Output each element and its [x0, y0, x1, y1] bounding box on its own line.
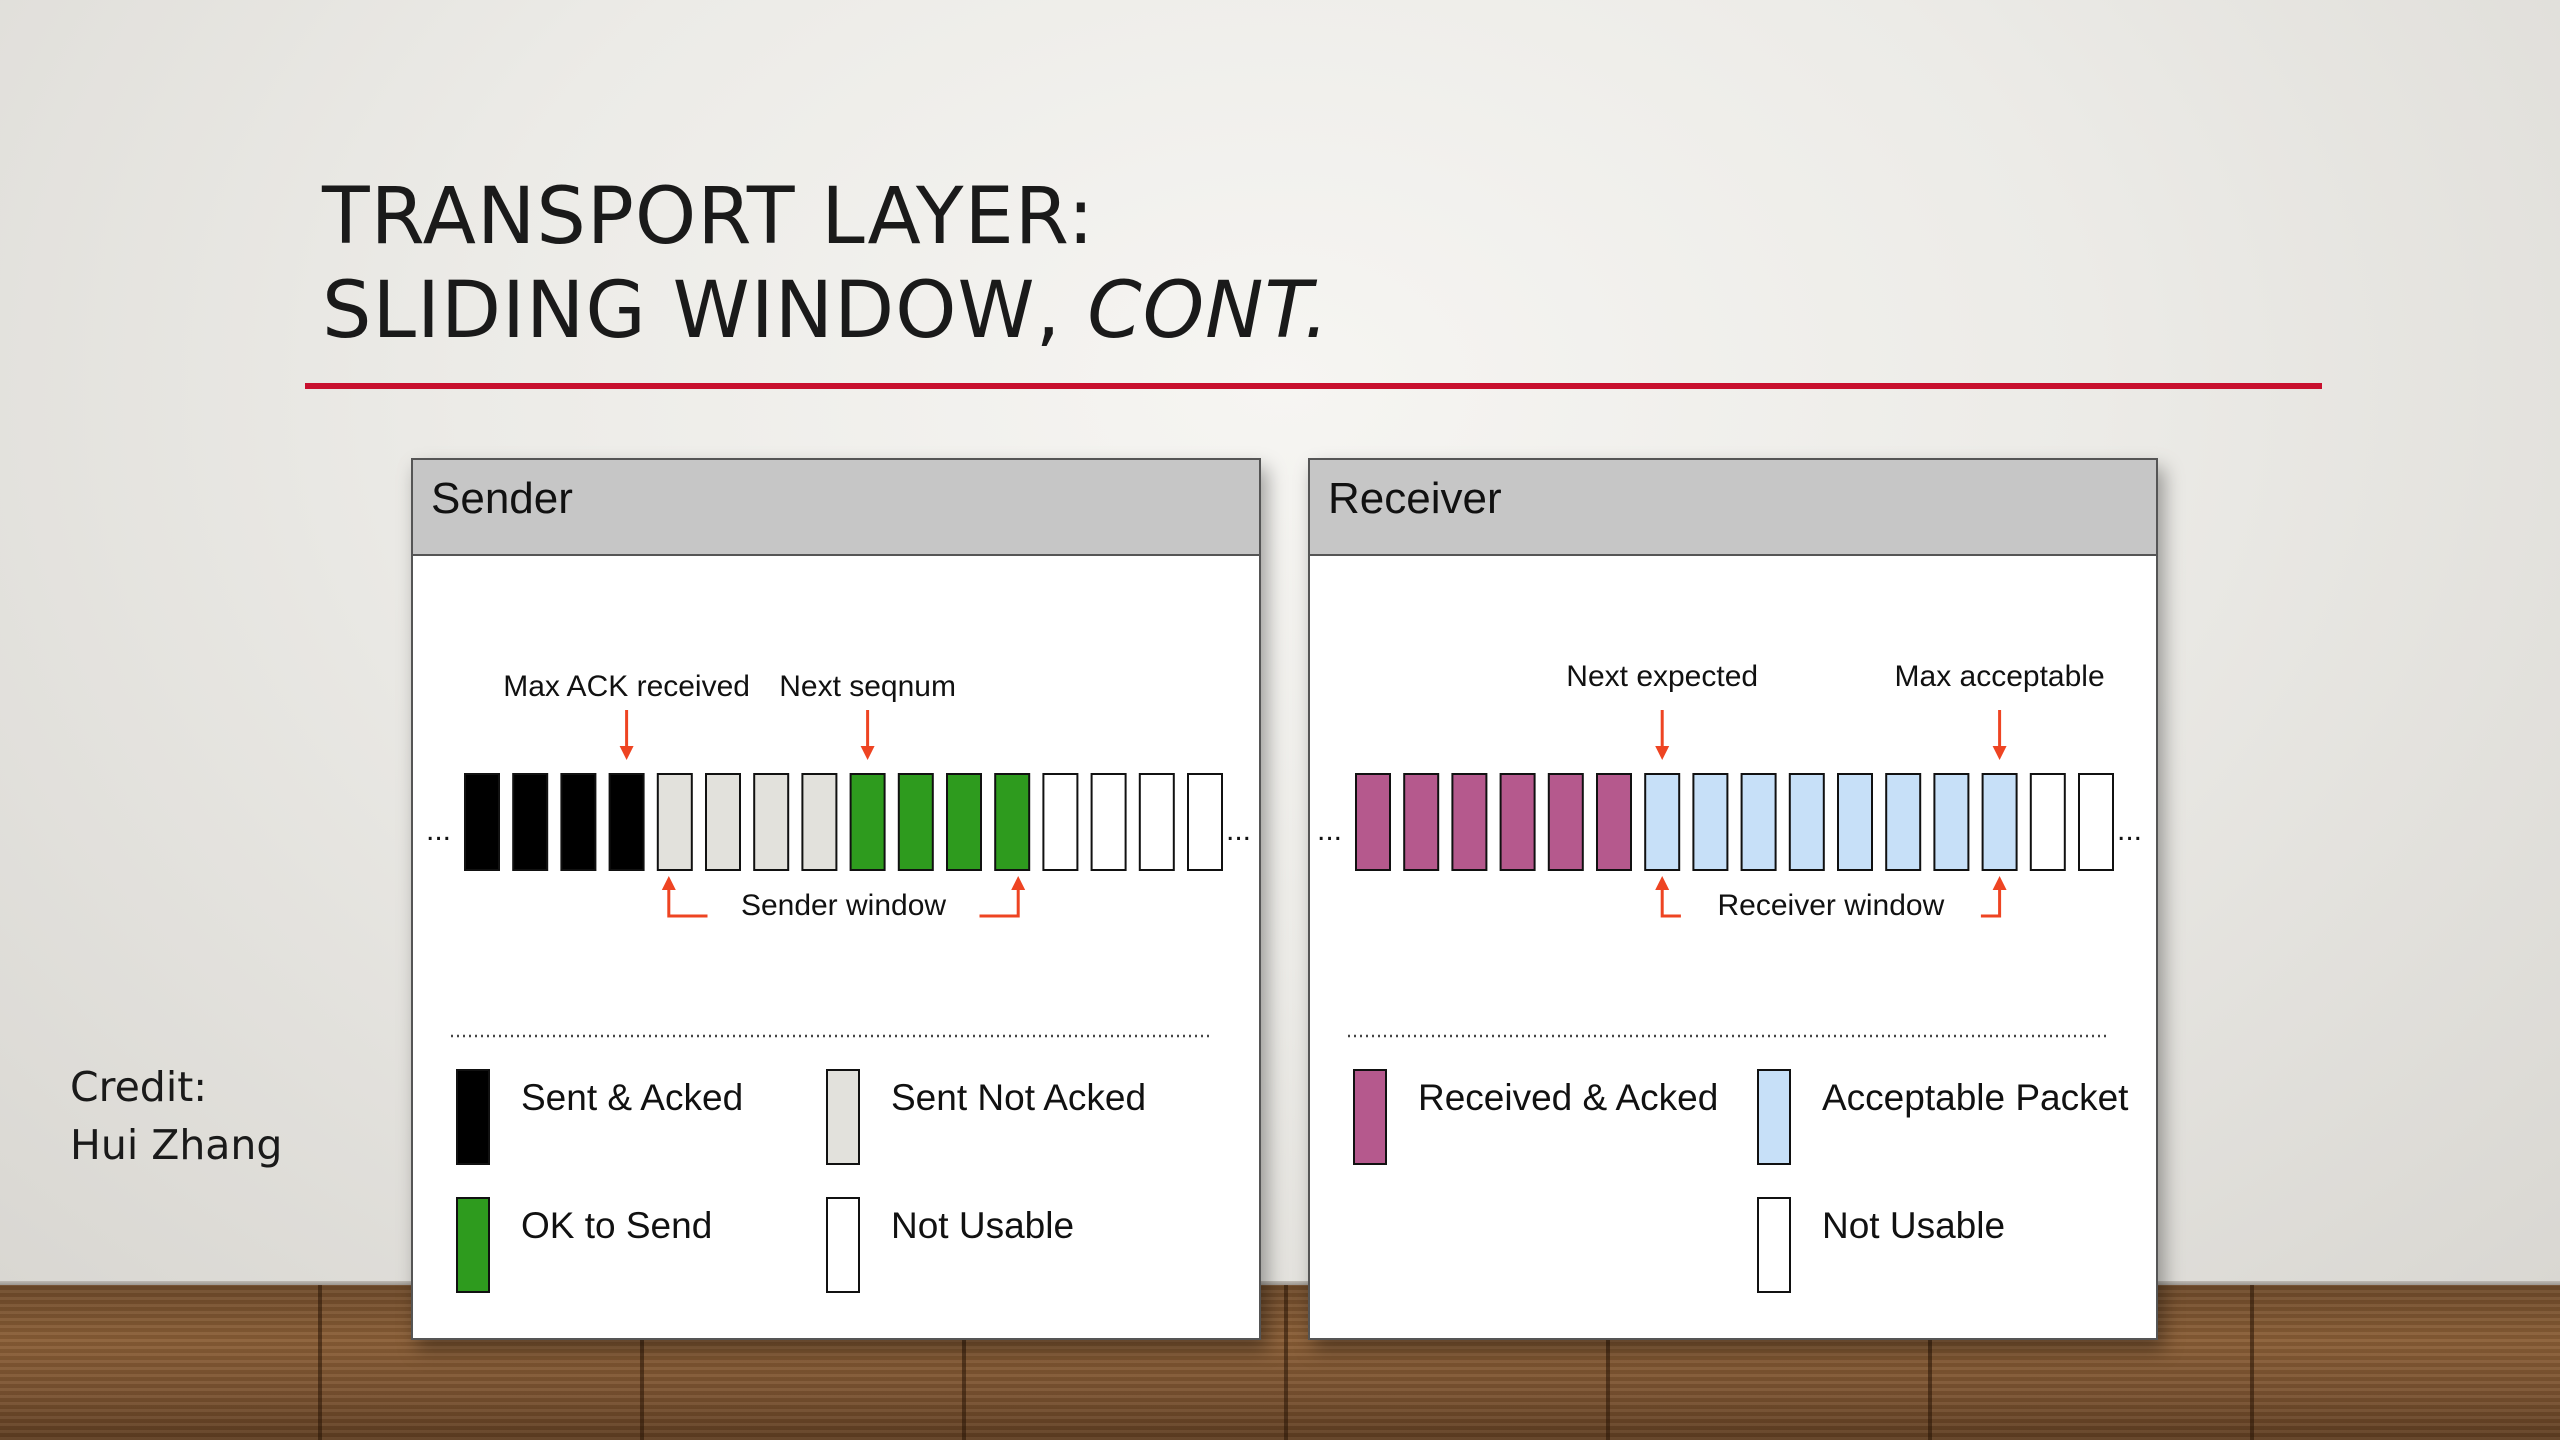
sender-legend-swatch: [826, 1197, 860, 1293]
sender-packet: [753, 773, 790, 871]
receiver-packet: [1933, 773, 1970, 871]
sender-packet: [512, 773, 549, 871]
sender-packet: [1187, 773, 1223, 871]
wood-floor: [0, 1285, 2560, 1440]
receiver-window-arrowhead-right: [1992, 876, 2007, 890]
sender-panel: Sender ...... Max ACK received Next seqnum…: [411, 458, 1261, 1340]
receiver-packet: [1547, 773, 1584, 871]
sender-legend-label: Not Usable: [891, 1205, 1074, 1246]
receiver-window-label: Receiver window: [1718, 889, 1945, 922]
sender-ellipsis-right: ...: [1226, 814, 1251, 847]
receiver-packet: [1740, 773, 1777, 871]
sender-window-arrowhead-right: [1011, 876, 1026, 890]
receiver-pointer-arrowhead: [1655, 746, 1670, 760]
sender-legend-swatch: [456, 1197, 490, 1293]
sender-packet: [560, 773, 597, 871]
sender-legend-label: Sent Not Acked: [891, 1077, 1146, 1118]
sender-legend-swatch: [456, 1069, 490, 1165]
receiver-legend-swatch: [1353, 1069, 1387, 1165]
receiver-pointer-arrowhead: [1992, 746, 2007, 760]
receiver-packet: [1692, 773, 1729, 871]
receiver-legend-swatch: [1757, 1197, 1791, 1293]
sender-packet: [608, 773, 645, 871]
receiver-packet: [1885, 773, 1922, 871]
title-line-2: SLIDING WINDOW, CONT.: [322, 264, 1330, 358]
receiver-panel-header: Receiver: [1310, 460, 2156, 556]
title-underline: [305, 383, 2322, 389]
sender-packet: [656, 773, 693, 871]
sender-packet: [897, 773, 934, 871]
receiver-panel-title: Receiver: [1328, 474, 1502, 523]
receiver-packet: [1403, 773, 1440, 871]
sender-legend-label: OK to Send: [521, 1205, 712, 1246]
receiver-legend-label: Not Usable: [1822, 1205, 2005, 1246]
sender-pointer-label: Max ACK received: [503, 670, 750, 703]
receiver-window-arrowhead-left: [1655, 876, 1670, 890]
receiver-packet: [1355, 773, 1391, 871]
receiver-legend-label: Received & Acked: [1418, 1077, 1718, 1118]
sender-pointer-label: Next seqnum: [779, 670, 956, 703]
receiver-packet: [2029, 773, 2066, 871]
title-line-2-italic: CONT.: [1087, 266, 1330, 356]
sender-window-label: Sender window: [741, 889, 946, 922]
sender-legend-label: Sent & Acked: [521, 1077, 743, 1118]
sender-pointer-arrowhead: [860, 746, 875, 760]
receiver-packet: [2078, 773, 2114, 871]
sender-packet: [801, 773, 838, 871]
slide-title: TRANSPORT LAYER: SLIDING WINDOW, CONT.: [322, 170, 1330, 358]
receiver-packet: [1981, 773, 2018, 871]
receiver-pointer-label: Max acceptable: [1895, 660, 2105, 693]
sender-packet: [464, 773, 500, 871]
receiver-legend-label: Acceptable Packet: [1822, 1077, 2129, 1118]
receiver-diagram: ...... Next expected Max acceptableReceive…: [1317, 660, 2142, 1293]
credit-name: Hui Zhang: [70, 1121, 283, 1169]
credit-label: Credit:: [70, 1063, 208, 1111]
receiver-packet: [1451, 773, 1488, 871]
receiver-packet: [1644, 773, 1681, 871]
sender-packet: [994, 773, 1031, 871]
title-line-1: TRANSPORT LAYER:: [322, 172, 1095, 262]
receiver-pointer-label: Next expected: [1566, 660, 1758, 693]
sender-legend-swatch: [826, 1069, 860, 1165]
receiver-legend-swatch: [1757, 1069, 1791, 1165]
sender-pointer-arrowhead: [619, 746, 634, 760]
receiver-packet: [1788, 773, 1825, 871]
sender-window-label-bg: [707, 888, 980, 928]
baseboard: [0, 1281, 2560, 1287]
receiver-packet: [1499, 773, 1536, 871]
receiver-window-label-bg: [1680, 888, 1981, 928]
sender-ellipsis-left: ...: [426, 814, 451, 847]
receiver-panel: Receiver ...... Next expected Max acceptab…: [1308, 458, 2158, 1340]
sender-packet: [1138, 773, 1175, 871]
receiver-ellipsis-left: ...: [1317, 814, 1342, 847]
sender-diagram: ...... Max ACK received Next seqnumSender …: [426, 670, 1251, 1293]
title-line-2-main: SLIDING WINDOW,: [322, 266, 1088, 356]
sender-packet: [946, 773, 982, 871]
sender-window-arrowhead-left: [661, 876, 676, 890]
sender-packet: [1042, 773, 1079, 871]
receiver-packet: [1596, 773, 1632, 871]
receiver-packet: [1837, 773, 1873, 871]
sender-packet: [849, 773, 886, 871]
sender-panel-title: Sender: [431, 474, 573, 523]
sender-panel-header: Sender: [413, 460, 1259, 556]
sender-packet: [705, 773, 741, 871]
receiver-ellipsis-right: ...: [2117, 814, 2142, 847]
credit: Credit: Hui Zhang: [70, 1058, 282, 1174]
sender-packet: [1090, 773, 1127, 871]
